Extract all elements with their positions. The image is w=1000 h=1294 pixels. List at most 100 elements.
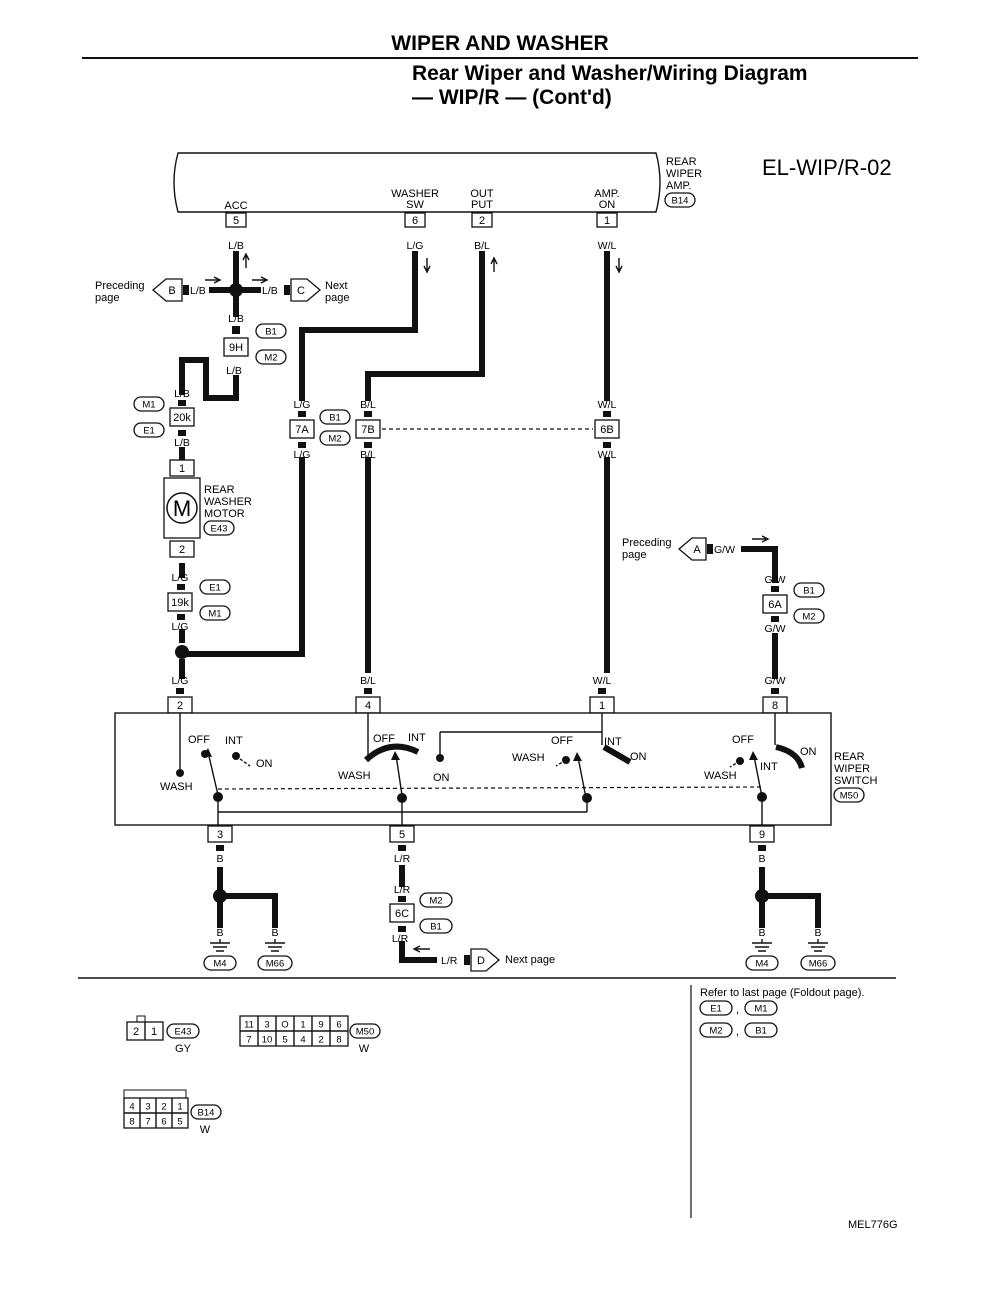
legend-m50-pin: 1: [300, 1020, 305, 1031]
branch-wire-down: L/B: [228, 313, 244, 325]
switch-pin-8-label: 8: [772, 700, 778, 712]
arrow-down-icon: [615, 258, 623, 274]
amp-connector: B14: [672, 196, 689, 207]
preceding-a-text-2: page: [622, 549, 646, 561]
motor-icon: [166, 492, 198, 524]
ground-right: B B B M4 M66: [745, 853, 836, 971]
wire-color-ampon: W/L: [598, 240, 617, 252]
joint-19k-conn-1-label: E1: [209, 583, 221, 594]
preceding-b-text-2: page: [95, 292, 119, 304]
page-title: WIPER AND WASHER: [391, 32, 608, 55]
wire-color-acc: L/B: [228, 240, 244, 252]
ground-left-m66: M66: [266, 959, 284, 970]
joint-6c-wire-bottom: L/R: [392, 933, 409, 945]
pin-stub: [298, 442, 306, 448]
legend-b14-connector: B14: [198, 1108, 215, 1119]
motor-pin-1: [169, 459, 195, 477]
joint-9h-conn-2: [255, 349, 287, 365]
switch-pin-9-label: 9: [759, 829, 765, 841]
pin-stub: [178, 400, 186, 406]
switch-pin-9: [749, 825, 775, 843]
pin-stub: [398, 845, 406, 851]
tag-stub: [284, 285, 290, 295]
motor-pin-2-label: 2: [179, 544, 185, 556]
legend-b14-pin: 6: [161, 1117, 166, 1128]
pin-stub: [364, 442, 372, 448]
preceding-a-wire: G/W: [714, 544, 735, 556]
joint-19k-wire-bottom: L/G: [172, 621, 189, 633]
next-d-text: Next page: [505, 954, 555, 966]
joint-20k-box: [169, 407, 195, 427]
switch2-wash: WASH: [338, 770, 371, 782]
switch-dash: [555, 759, 567, 767]
arrow-right-icon: [205, 276, 222, 284]
switch3-int: INT: [604, 736, 622, 748]
pin-stub: [178, 430, 186, 436]
joint-6c-conn-1-label: M2: [429, 896, 442, 907]
legend-m50-pin: 10: [262, 1035, 273, 1046]
refer-text: Refer to last page (Foldout page).: [700, 987, 864, 999]
switch-pin-5: [389, 825, 415, 843]
switch-name-2: WIPER: [834, 763, 870, 775]
ground-right-wire-b: B: [814, 927, 821, 939]
joint-7a-pin: 7A: [295, 424, 309, 436]
pin-stub: [216, 845, 224, 851]
switch-dash: [729, 760, 741, 768]
switch-dash: [235, 755, 251, 767]
pin-stub: [364, 411, 372, 417]
amp-name-1: REAR: [666, 156, 697, 168]
joint-9h-conn-1: [255, 323, 287, 339]
rear-wiper-amp: REAR WIPER AMP. B14 ACC WASHER SW OUT PU…: [173, 152, 702, 252]
amp-pin-5-label: 5: [233, 215, 239, 227]
switch3-off: OFF: [551, 735, 573, 747]
switch-wire-8: G/W: [765, 675, 786, 687]
joint-20k-wire-top: L/B: [174, 388, 190, 400]
splice-dot: [755, 889, 769, 903]
refer-m1: M1: [754, 1004, 767, 1015]
wire-gw-a: [741, 546, 778, 583]
wire-bl-output: [365, 251, 485, 401]
ground-left-m4: M4: [213, 959, 226, 970]
switch2-off: OFF: [373, 733, 395, 745]
switch-wire-1: W/L: [593, 675, 612, 687]
joint-19k-conn-2-label: M1: [208, 609, 221, 620]
switch-pin-3: [207, 825, 233, 843]
joint-6a-conn-1: [793, 582, 825, 598]
legend-b14-pin: 2: [161, 1102, 166, 1113]
joint-7-conn-2-label: M2: [328, 434, 341, 445]
refer-m1-badge: [744, 1000, 778, 1016]
joint-19k-box: [167, 592, 193, 612]
ground-icon: [265, 939, 285, 952]
legend-e43-connector: E43: [175, 1027, 192, 1038]
joint-6a: G/W 6A B1 M2 G/W: [762, 574, 825, 635]
connector-tag-a-label: A: [693, 544, 701, 556]
motor-pin-2: [169, 540, 195, 558]
branch-wire-left: L/B: [190, 285, 206, 297]
arrow-up-icon: [391, 751, 400, 760]
switch-connector: M50: [840, 791, 858, 802]
pin-stub: [758, 845, 766, 851]
joint-7-conn-2: [319, 430, 351, 446]
preceding-a-text-1: Preceding: [622, 537, 672, 549]
legend-e43-badge: [166, 1023, 200, 1039]
legend-m50-pin: 3: [264, 1020, 269, 1031]
ground-left-m4-badge: [203, 955, 237, 971]
wire-color-output: B/L: [474, 240, 490, 252]
legend-m50-pin: 4: [300, 1035, 305, 1046]
connector-tag-b-label: B: [168, 285, 175, 297]
joint-7b-box: [355, 419, 381, 439]
legend-e43-color: GY: [175, 1043, 192, 1055]
switch-connector-badge: [833, 787, 865, 803]
diagram-subtitle: Rear Wiper and Washer/Wiring Diagram: [412, 62, 808, 85]
pin-stub: [398, 896, 406, 902]
arrow-up-icon: [203, 748, 212, 757]
switch-name-1: REAR: [834, 751, 865, 763]
connector-tag-b: [151, 278, 183, 302]
refer-sep-2: ,: [736, 1026, 739, 1038]
switch-name-3: SWITCH: [834, 775, 877, 787]
connector-key: [123, 1089, 187, 1099]
legend-m50-pin: 8: [336, 1035, 341, 1046]
joint-6b-box: [594, 419, 620, 439]
